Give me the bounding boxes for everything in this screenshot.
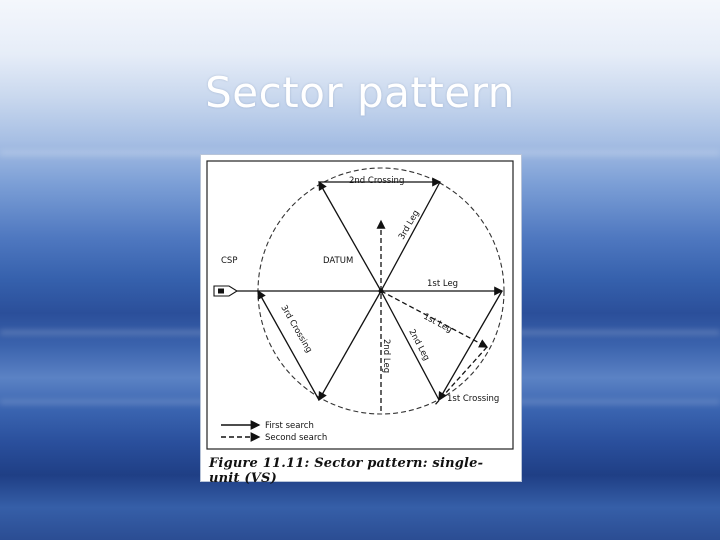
first-leg-label: 1st Leg (427, 279, 458, 289)
vessel-icon (213, 285, 239, 297)
second-search-leg-a (380, 290, 489, 348)
second-leg-extension-line (318, 180, 382, 292)
third-crossing-line (257, 289, 320, 401)
sector-pattern-figure: CSP DATUM 2nd Crossing 3rd Leg 1st Leg 3… (200, 154, 522, 486)
second-leg-label: 2nd Leg (381, 339, 391, 373)
third-leg-extension-line (318, 290, 382, 402)
legend-first-search-label: First search (265, 421, 314, 431)
first-crossing-line (438, 290, 503, 402)
legend: First search Second search (221, 420, 327, 443)
background-streak (0, 150, 720, 156)
second-crossing-label: 2nd Crossing (349, 176, 404, 186)
second-leg-line (380, 290, 440, 401)
sector-pattern-diagram: CSP DATUM 2nd Crossing 3rd Leg 1st Leg 3… (206, 160, 514, 450)
datum-point (378, 288, 384, 294)
legend-second-search-label: Second search (265, 433, 327, 443)
datum-label: DATUM (323, 256, 353, 266)
first-crossing-label: 1st Crossing (447, 394, 499, 404)
third-leg-line (380, 181, 441, 292)
csp-label: CSP (221, 256, 237, 266)
slide-title: Sector pattern (205, 68, 515, 117)
third-crossing-label: 3rd Crossing (278, 304, 313, 355)
diagram-border (206, 160, 514, 450)
third-leg-label: 3rd Leg (397, 209, 422, 242)
second-search-crossing (433, 346, 488, 407)
first-leg-second-search-label: 1st Leg (422, 312, 454, 335)
figure-caption: Figure 11.11: Sector pattern: single-uni… (209, 456, 484, 486)
